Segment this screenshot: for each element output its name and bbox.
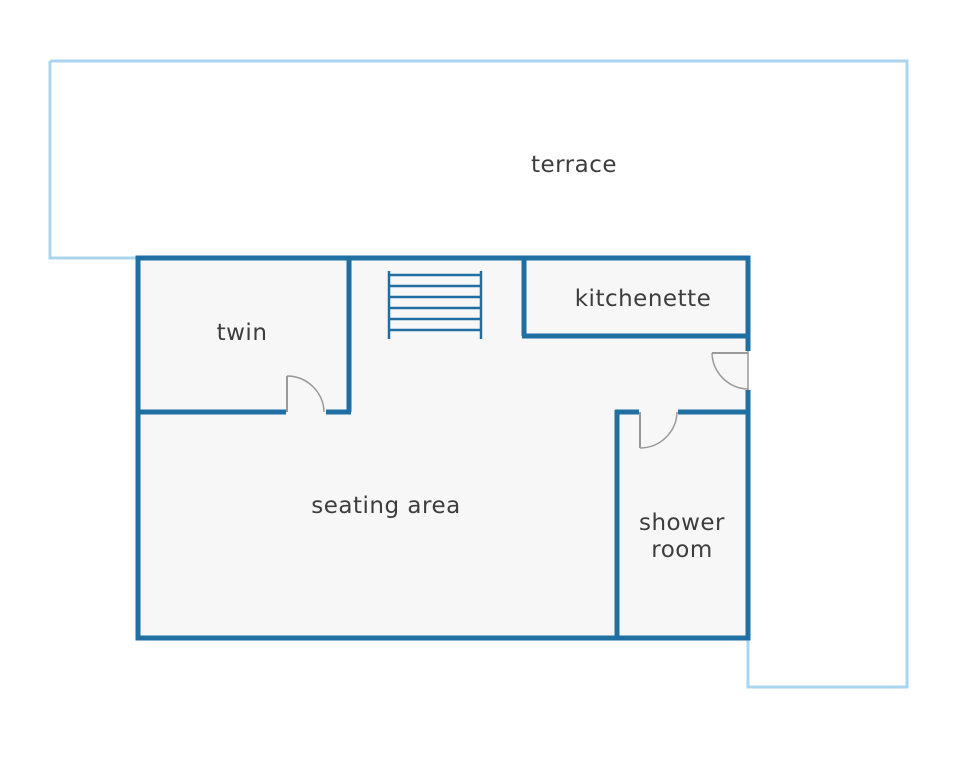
label-seating-area: seating area bbox=[311, 493, 460, 519]
label-terrace: terrace bbox=[531, 152, 617, 178]
door-shower-room bbox=[639, 411, 678, 449]
door-terrace bbox=[711, 351, 749, 390]
label-shower-room-line1: shower bbox=[639, 510, 725, 536]
door-twin bbox=[286, 375, 325, 413]
interior-floor bbox=[138, 258, 748, 638]
stairs-icon bbox=[387, 271, 483, 339]
outer-wall bbox=[135, 255, 751, 641]
label-kitchenette: kitchenette bbox=[575, 286, 712, 312]
label-shower-room-line2: room bbox=[651, 537, 713, 563]
label-twin: twin bbox=[217, 320, 268, 346]
terrace-outline bbox=[48, 59, 909, 689]
